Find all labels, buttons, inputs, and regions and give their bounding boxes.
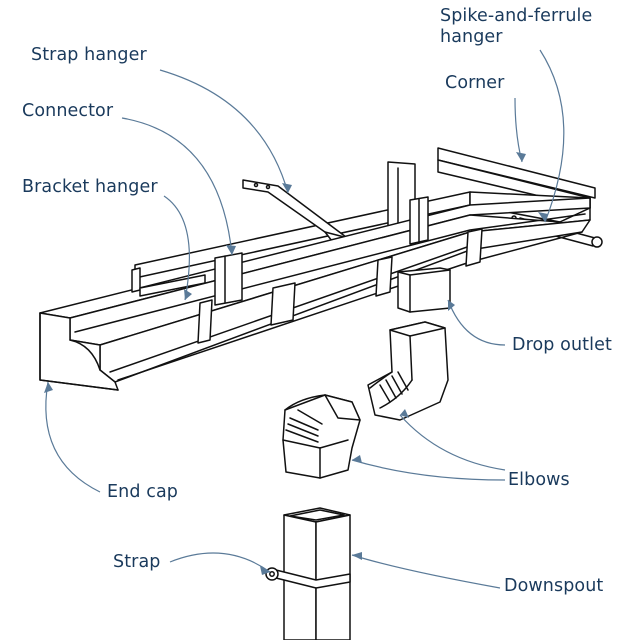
leader-elbows-lower [351, 459, 506, 481]
leader-elbows-upper [399, 414, 506, 471]
leader-corner [514, 97, 523, 163]
label-end-cap: End cap [107, 482, 178, 503]
leader-drop-outlet [447, 299, 506, 346]
lower-elbow-part [282, 394, 361, 479]
end-cap-part [39, 312, 119, 391]
label-bracket-hanger-text: Bracket hanger [22, 177, 158, 197]
label-strap-hanger-text: Strap hanger [31, 45, 147, 65]
leader-end-cap [45, 381, 101, 493]
label-elbows-text: Elbows [508, 470, 570, 490]
label-downspout-text: Downspout [504, 576, 604, 596]
upper-elbow-part [367, 321, 449, 421]
label-strap-hanger: Strap hanger [31, 45, 147, 66]
label-end-cap-text: End cap [107, 482, 178, 502]
label-drop-outlet-text: Drop outlet [512, 335, 612, 355]
label-drop-outlet: Drop outlet [512, 335, 612, 356]
label-corner: Corner [445, 73, 504, 94]
label-strap-text: Strap [113, 552, 161, 572]
label-spike-and-ferrule-line2: hanger [440, 27, 503, 47]
leader-bracket-hanger [163, 195, 190, 301]
leader-lines [45, 49, 565, 589]
label-elbows: Elbows [508, 470, 570, 491]
leader-connector [121, 117, 233, 256]
bracket-hangers [131, 196, 429, 306]
downspout-part [283, 507, 351, 640]
leader-arrowheads [44, 152, 548, 575]
label-corner-text: Corner [445, 73, 505, 93]
label-connector-text: Connector [22, 101, 114, 121]
label-downspout: Downspout [504, 576, 603, 597]
label-spike-and-ferrule-hanger: Spike-and-ferrule hanger [440, 6, 592, 48]
leader-strap [169, 552, 271, 573]
label-connector: Connector [22, 101, 113, 122]
leader-downspout [351, 554, 501, 589]
leader-spike-and-ferrule [539, 49, 565, 223]
label-spike-and-ferrule-line1: Spike-and-ferrule [440, 6, 593, 26]
connector-bands [197, 228, 483, 344]
drop-outlet-part [397, 267, 451, 313]
label-strap: Strap [113, 552, 161, 573]
label-bracket-hanger: Bracket hanger [22, 177, 158, 198]
leader-strap-hanger [159, 69, 289, 194]
